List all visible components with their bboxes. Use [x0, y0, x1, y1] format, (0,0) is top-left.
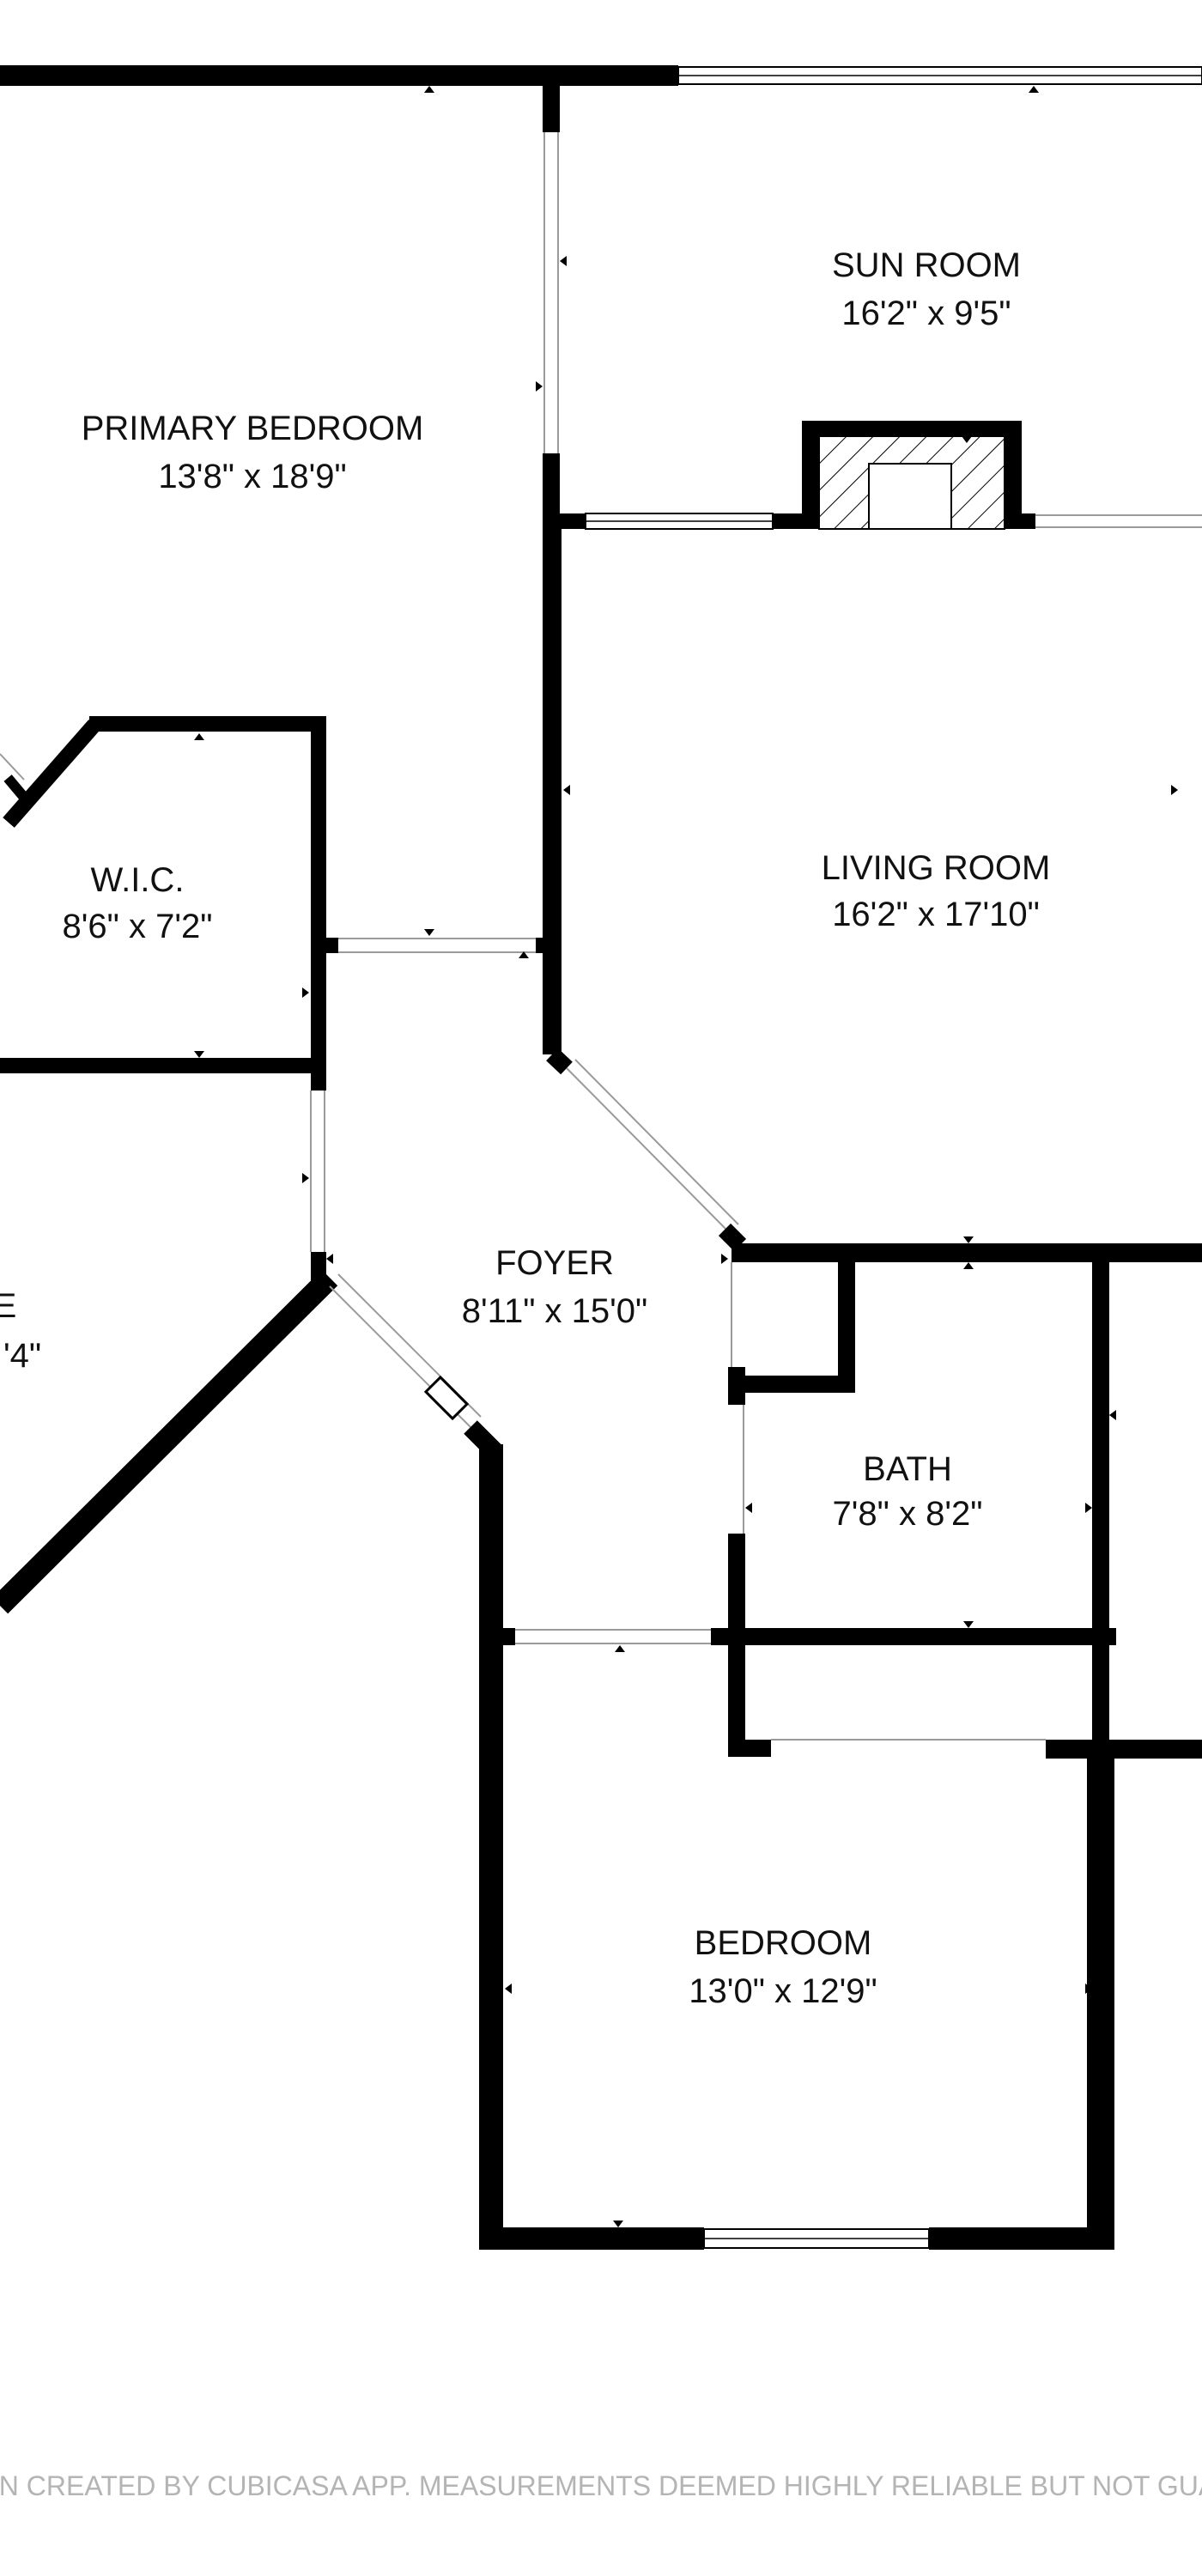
- room-living-room: LIVING ROOM 16'2" x 17'10": [822, 849, 1051, 933]
- bedroom-top-opening: [515, 1629, 711, 1644]
- foyer-west-opening: [310, 1091, 325, 1252]
- wic-top-wall: [89, 716, 326, 732]
- sun-room-right-opening: [1035, 514, 1202, 528]
- room-size: 13'8" x 18'9": [158, 458, 346, 495]
- foyer-top-wall-left: [326, 938, 338, 953]
- diagonal-wall-southwest: [0, 1269, 338, 1614]
- room-name: FOYER: [495, 1244, 614, 1282]
- bath-west-wall-lower: [728, 1534, 745, 1633]
- room-size: 7'8" x 8'2": [833, 1495, 983, 1533]
- dimension-markers: [194, 86, 1178, 2227]
- room-name: BEDROOM: [695, 1924, 872, 1962]
- room-wic: W.I.C. 8'6" x 7'2": [63, 861, 213, 945]
- sun-room-bottom-window: [585, 513, 774, 530]
- bedroom-top-wall-left: [479, 1628, 515, 1645]
- bedroom-east-wall-lower: [1087, 1759, 1114, 2250]
- divider-wall-upper: [543, 84, 560, 132]
- bath-west-opening: [731, 1262, 744, 1534]
- bedroom-closet-wall: [728, 1645, 745, 1757]
- room-size: 13'0" x 12'9": [689, 1972, 877, 2010]
- foyer-entry-door: [423, 1375, 470, 1421]
- bath-corner-wall: [718, 1223, 747, 1252]
- bath-east-wall: [1092, 1243, 1109, 1762]
- sun-room-bottom-wall-right: [1005, 513, 1035, 529]
- closet-right-wall: [838, 1243, 855, 1393]
- bedroom-closet-right: [1046, 1740, 1202, 1759]
- closet-left-stub: [728, 1367, 745, 1405]
- door-opening-sun-room: [543, 132, 559, 453]
- bedroom-west-wall: [479, 1444, 503, 2250]
- bedroom-bottom-wall-left: [479, 2227, 704, 2250]
- sun-room-bottom-wall-left: [560, 513, 586, 529]
- room-name: E: [0, 1287, 16, 1325]
- bath-top-wall: [732, 1243, 1202, 1262]
- sun-room-bottom-wall-mid: [773, 513, 804, 529]
- room-size: '4": [3, 1337, 41, 1375]
- foyer-top-opening: [338, 938, 536, 953]
- footer-disclaimer: LAN CREATED BY CUBICASA APP. MEASUREMENT…: [0, 2470, 1202, 2501]
- room-primary-bedroom: PRIMARY BEDROOM 13'8" x 18'9": [82, 410, 424, 495]
- fireplace: [802, 421, 1022, 530]
- room-size: 16'2" x 9'5": [841, 295, 1011, 332]
- living-diagonal-wall: [546, 1048, 573, 1075]
- foyer-top-wall-right: [536, 938, 562, 953]
- room-foyer: FOYER 8'11" x 15'0": [462, 1244, 647, 1330]
- room-size: 8'6" x 7'2": [63, 908, 213, 945]
- living-diagonal-opening: [566, 1059, 739, 1234]
- room-name: W.I.C.: [91, 861, 185, 899]
- wic-diagonal-wall: [3, 720, 100, 828]
- bedroom-bottom-wall-right: [929, 2227, 1114, 2250]
- room-name: LIVING ROOM: [822, 849, 1051, 887]
- divider-wall-mid: [543, 453, 560, 522]
- room-size: 16'2" x 17'10": [832, 896, 1040, 933]
- wic-right-wall: [311, 716, 326, 1068]
- closet-bottom-wall: [728, 1376, 855, 1393]
- bedroom-closet-bottom: [728, 1740, 771, 1757]
- sun-room-window: [677, 66, 1202, 85]
- foyer-west-wall: [311, 1068, 326, 1091]
- room-partial-left: E '4": [0, 1287, 41, 1375]
- room-name: BATH: [863, 1450, 952, 1488]
- room-size: 8'11" x 15'0": [462, 1292, 647, 1330]
- wic-door-jamb: [3, 775, 31, 804]
- living-west-wall: [543, 522, 562, 1054]
- room-name: PRIMARY BEDROOM: [82, 410, 424, 447]
- bedroom-window: [703, 2228, 930, 2249]
- bath-bottom-wall: [711, 1628, 1116, 1645]
- room-bath: BATH 7'8" x 8'2": [833, 1450, 983, 1533]
- room-sun-room: SUN ROOM 16'2" x 9'5": [832, 246, 1021, 332]
- wic-bottom-wall: [0, 1058, 326, 1073]
- walls: [0, 65, 1202, 2250]
- wic-door-frame: [0, 753, 25, 781]
- room-bedroom: BEDROOM 13'0" x 12'9": [689, 1924, 877, 2010]
- room-name: SUN ROOM: [832, 246, 1021, 284]
- top-wall: [0, 65, 678, 86]
